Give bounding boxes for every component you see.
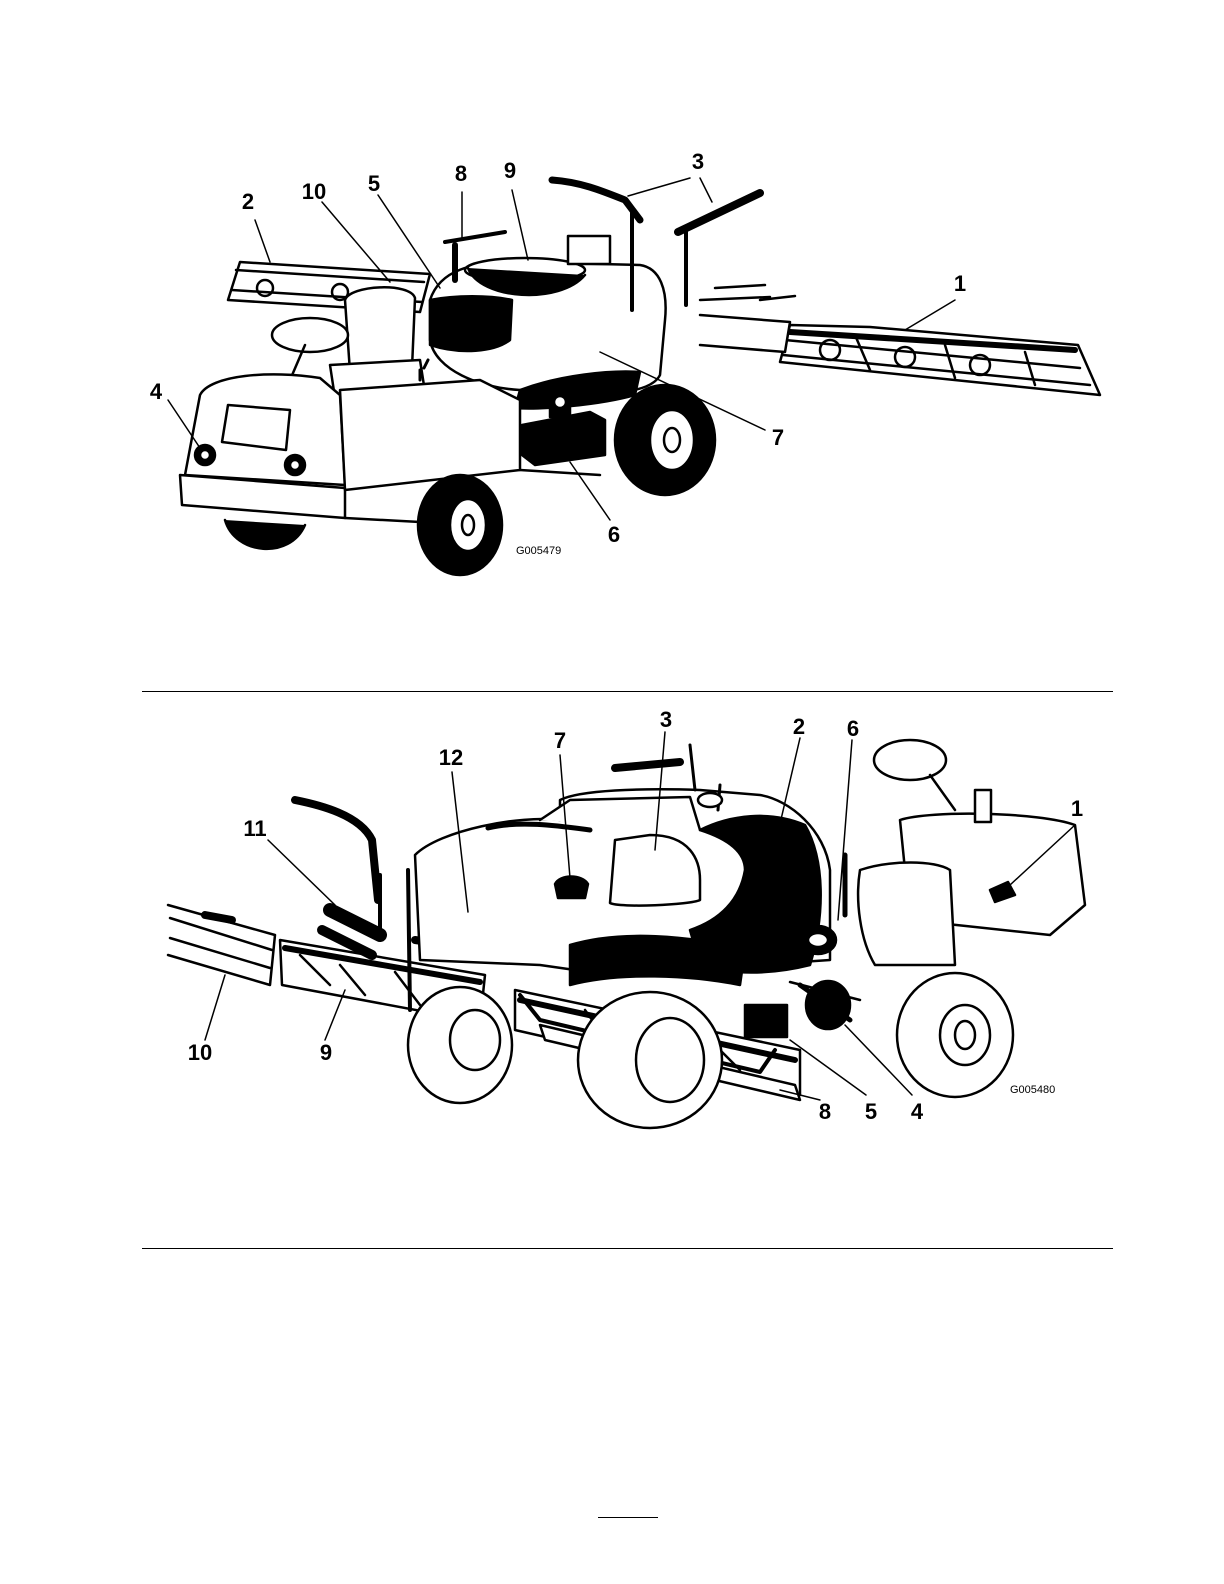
- callout-bottom-7: 7: [554, 730, 566, 752]
- sprayer-rear-illustration: [0, 700, 1224, 1140]
- callout-top-3: 3: [692, 151, 704, 173]
- figure-id-label: G005480: [1010, 1084, 1055, 1096]
- section-divider: [142, 1248, 1113, 1249]
- page-number-rule: [598, 1517, 658, 1518]
- callout-bottom-6: 6: [847, 718, 859, 740]
- callout-bottom-2: 2: [793, 716, 805, 738]
- callout-bottom-8: 8: [819, 1101, 831, 1123]
- callout-bottom-12: 12: [439, 747, 463, 769]
- section-divider: [142, 691, 1113, 692]
- callout-top-9: 9: [504, 160, 516, 182]
- figure-sprayer-front: 1 2 3 4 5 6 7 8 9 10 G005479: [0, 0, 1224, 600]
- callout-top-6: 6: [608, 524, 620, 546]
- callout-top-5: 5: [368, 173, 380, 195]
- callout-top-10: 10: [302, 181, 326, 203]
- callout-bottom-10: 10: [188, 1042, 212, 1064]
- callout-bottom-1: 1: [1071, 798, 1083, 820]
- callout-bottom-9: 9: [320, 1042, 332, 1064]
- callout-bottom-11: 11: [243, 818, 266, 840]
- callout-top-8: 8: [455, 163, 467, 185]
- callout-bottom-3: 3: [660, 709, 672, 731]
- callout-top-1: 1: [954, 273, 966, 295]
- callout-top-2: 2: [242, 191, 254, 213]
- callout-bottom-4: 4: [911, 1101, 923, 1123]
- sprayer-front-illustration: [0, 0, 1224, 600]
- figure-sprayer-rear: 1 2 3 4 5 6 7 8 9 10 11 12 G005480: [0, 700, 1224, 1140]
- callout-top-7: 7: [772, 427, 784, 449]
- callout-bottom-5: 5: [865, 1101, 877, 1123]
- figure-id-label: G005479: [516, 545, 561, 557]
- callout-top-4: 4: [150, 381, 162, 403]
